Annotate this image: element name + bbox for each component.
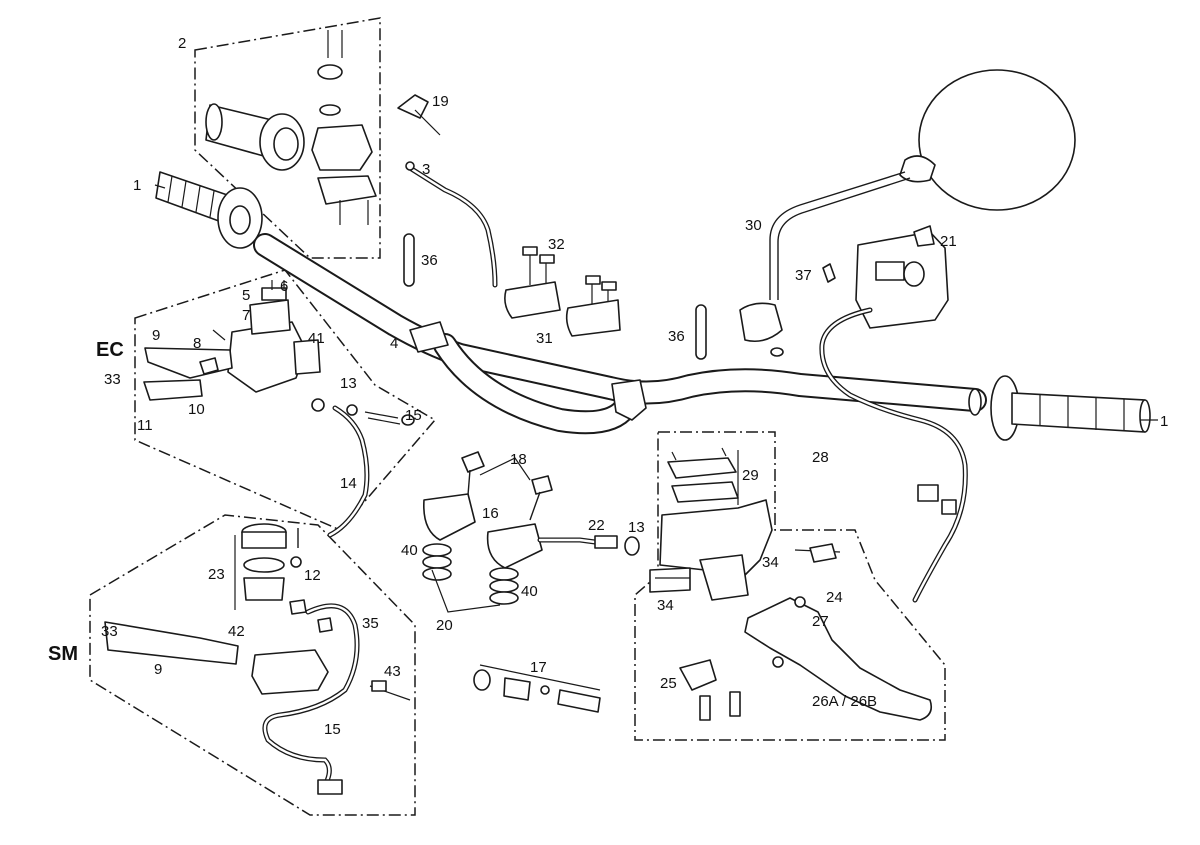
throttle-assembly [205, 30, 377, 225]
label-5: 5 [242, 287, 250, 304]
label-20: 20 [436, 617, 453, 634]
label-9-ec: 9 [152, 327, 160, 344]
label-14: 14 [340, 475, 357, 492]
group-26-boundary [634, 431, 946, 741]
label-29: 29 [742, 467, 759, 484]
label-33-sm: 33 [101, 623, 118, 640]
brake-master-cylinder [649, 447, 933, 721]
clutch-hose [311, 398, 415, 538]
handlebar-tube [253, 233, 987, 435]
label-33-ec: 33 [104, 371, 121, 388]
label-24: 24 [826, 589, 843, 606]
label-15-ec: 15 [405, 407, 422, 424]
label-36-right: 36 [668, 328, 685, 345]
label-10: 10 [188, 401, 205, 418]
label-28: 28 [812, 449, 829, 466]
sm-master-cylinder [104, 523, 411, 795]
label-40-left: 40 [401, 542, 418, 559]
label-41: 41 [308, 330, 325, 347]
label-30: 30 [745, 217, 762, 234]
label-4: 4 [390, 335, 398, 352]
ec-master-cylinder [143, 280, 321, 401]
group-sm-boundary [89, 514, 416, 816]
label-22: 22 [588, 517, 605, 534]
label-25: 25 [660, 675, 677, 692]
label-ec: EC [96, 339, 124, 361]
label-16: 16 [482, 505, 499, 522]
cable-tie-right [695, 304, 707, 360]
label-32: 32 [548, 236, 565, 253]
label-43: 43 [384, 663, 401, 680]
label-13-right: 13 [628, 519, 645, 536]
label-9-sm: 9 [154, 661, 162, 678]
banjo-fitting [537, 535, 640, 556]
bar-end-weight [473, 669, 601, 713]
label-1-left: 1 [133, 177, 141, 194]
label-21: 21 [940, 233, 957, 250]
label-26: 26A / 26B [812, 693, 877, 710]
label-15-sm: 15 [324, 721, 341, 738]
label-sm: SM [48, 643, 78, 665]
label-42: 42 [228, 623, 245, 640]
part-labels: 2 19 3 1 36 32 31 30 21 37 36 1 4 5 6 7 … [48, 35, 1168, 738]
label-36-left: 36 [421, 252, 438, 269]
label-17: 17 [530, 659, 547, 676]
label-37: 37 [795, 267, 812, 284]
part-19-clip [397, 94, 441, 136]
right-grip [990, 375, 1151, 441]
throttle-cable [405, 161, 498, 288]
label-27: 27 [812, 613, 829, 630]
leader-lines [154, 184, 1158, 691]
label-18: 18 [510, 451, 527, 468]
label-31: 31 [536, 330, 553, 347]
label-13-ec: 13 [340, 375, 357, 392]
mirror [739, 69, 1076, 357]
label-1-right: 1 [1160, 413, 1168, 430]
label-34-left: 34 [657, 597, 674, 614]
label-2: 2 [178, 35, 186, 52]
label-8: 8 [193, 335, 201, 352]
label-3: 3 [422, 161, 430, 178]
handlebar-clamps-upper [504, 246, 621, 337]
label-6: 6 [280, 278, 288, 295]
left-grip [155, 171, 263, 249]
group-2-boundary [194, 17, 381, 259]
label-35: 35 [362, 615, 379, 632]
light-switch [819, 225, 968, 603]
cable-tie-left [403, 233, 415, 287]
label-23: 23 [208, 566, 225, 583]
lower-clamps [422, 451, 553, 605]
label-34-right: 34 [762, 554, 779, 571]
label-11: 11 [137, 417, 153, 434]
label-12: 12 [304, 567, 321, 584]
label-40-right: 40 [521, 583, 538, 600]
label-7: 7 [242, 307, 250, 324]
label-19: 19 [432, 93, 449, 110]
